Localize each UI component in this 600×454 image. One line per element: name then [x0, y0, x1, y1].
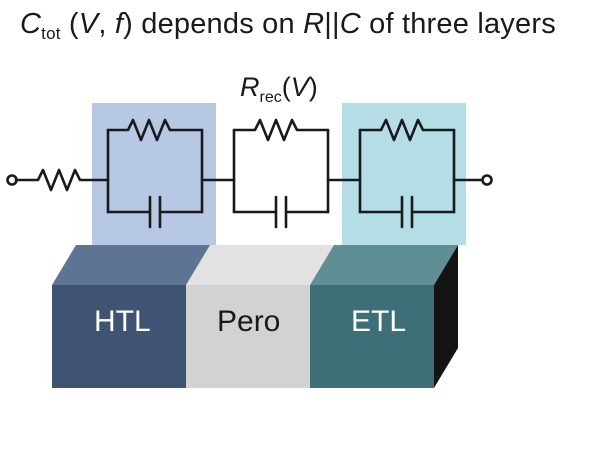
title-arg-f: f	[114, 8, 124, 40]
etl-top-face	[310, 245, 458, 285]
etl-side-face	[434, 245, 458, 388]
title-args-open: (	[60, 8, 79, 40]
rrec-subscript: rec	[259, 89, 282, 106]
htl-front-face	[52, 285, 186, 388]
circuit-wires	[6, 118, 493, 229]
title-c-subscript: tot	[41, 24, 61, 43]
title-c2-symbol: C	[339, 8, 361, 40]
etl-label: ETL	[351, 305, 407, 338]
etl-resistor	[358, 118, 456, 142]
title-text-mid: depends on	[132, 8, 304, 40]
title-parallel: ||	[324, 8, 340, 40]
output-terminal	[481, 174, 493, 186]
title-args-close: )	[123, 8, 133, 40]
rrec-label: Rrec(V)	[240, 72, 318, 107]
layer-stack	[52, 245, 458, 388]
htl-highlight	[92, 103, 216, 245]
title-c-symbol: C	[20, 8, 42, 40]
series-resistor	[14, 168, 110, 192]
pero-top-face	[186, 245, 334, 285]
diagram-title: Ctot (V, f) depends on R||C of three lay…	[20, 8, 556, 44]
rrec-arg: V	[290, 72, 309, 102]
etl-front-face	[310, 285, 434, 388]
rc-block-pero	[232, 118, 330, 229]
rrec-close: )	[308, 72, 318, 102]
pero-label: Pero	[217, 305, 281, 338]
title-text-end: of three layers	[360, 8, 556, 40]
rrec-open: (	[281, 72, 291, 102]
rc-block-htl	[106, 118, 204, 229]
htl-resistor	[106, 118, 204, 142]
pero-front-face	[186, 285, 310, 388]
title-arg-v: V	[78, 8, 99, 40]
title-r-symbol: R	[303, 8, 325, 40]
rec-resistor	[232, 118, 330, 142]
rrec-symbol: R	[240, 72, 260, 102]
rc-block-etl	[358, 118, 456, 229]
htl-label: HTL	[94, 305, 151, 338]
htl-top-face	[52, 245, 210, 285]
title-comma: ,	[98, 8, 115, 40]
